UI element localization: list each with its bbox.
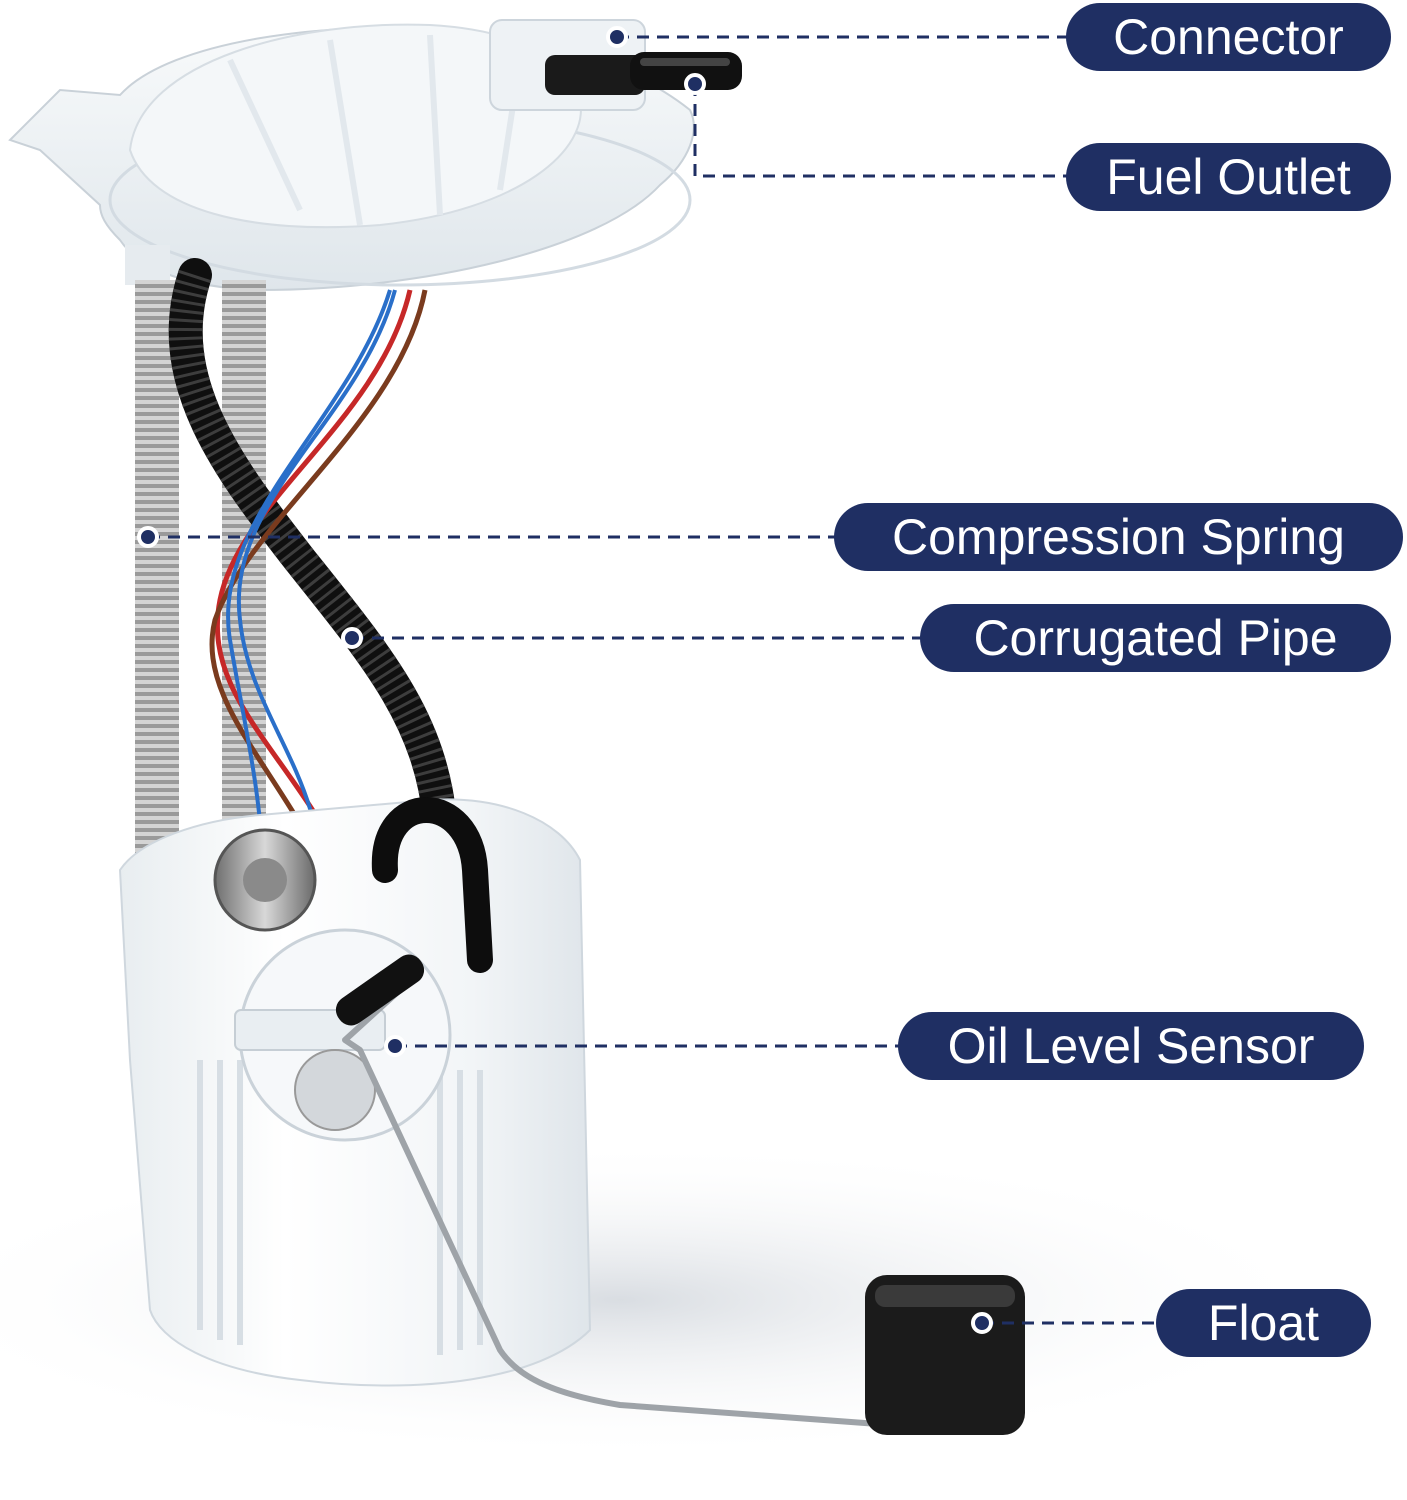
callout-corrugated-pipe: Corrugated Pipe (920, 604, 1391, 672)
guide-post (125, 245, 170, 285)
dot-oil-level-sensor (384, 1035, 406, 1057)
leader-fuel-outlet (693, 84, 1068, 178)
dot-float (971, 1312, 993, 1334)
leader-lines (148, 35, 1158, 1325)
bucket-ribs (197, 1060, 483, 1355)
dot-fuel-outlet (684, 73, 706, 95)
callout-fuel-outlet: Fuel Outlet (1066, 143, 1391, 211)
callout-compression-spring: Compression Spring (834, 503, 1403, 571)
wire-brown (209, 289, 428, 882)
dot-compression-spring (137, 526, 159, 548)
callout-connector: Connector (1066, 3, 1391, 71)
return-hose (371, 797, 493, 973)
dot-connector (606, 26, 628, 48)
callout-float: Float (1156, 1289, 1371, 1357)
wire-red (214, 289, 413, 881)
leader-dots (137, 26, 993, 1334)
callout-oil-level-sensor: Oil Level Sensor (898, 1012, 1364, 1080)
float-arm-pivot (335, 954, 425, 1026)
fuel-outlet-body (545, 55, 645, 95)
dot-corrugated-pipe (341, 627, 363, 649)
float-arm (342, 987, 961, 1433)
